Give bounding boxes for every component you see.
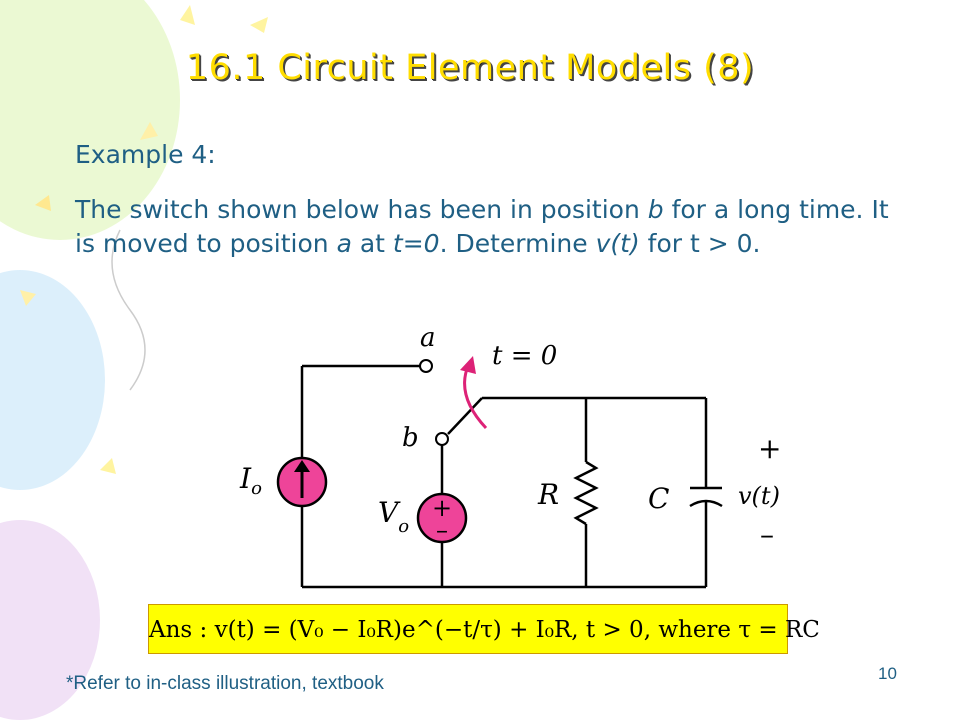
current-source-label: Io <box>239 462 262 499</box>
problem-statement: The switch shown below has been in posit… <box>75 193 895 261</box>
resistor-zigzag <box>573 460 599 526</box>
answer-box: Ans : v(t) = (V₀ − I₀R)e^(−t/τ) + I₀R, t… <box>148 604 820 654</box>
problem-text: for a long time. It is moved to position <box>75 195 889 258</box>
circuit-diagram: + – a b t = 0 Io Vo R C + v(t) – <box>239 323 781 589</box>
example-label: Example 4: <box>75 140 216 169</box>
balloon-purple-shape <box>0 520 100 720</box>
switch-arrowhead-icon <box>460 356 476 374</box>
terminal-a <box>419 359 433 373</box>
output-minus: – <box>760 518 774 551</box>
node-a-label: a <box>420 323 436 353</box>
footnote: *Refer to in-class illustration, textboo… <box>66 673 384 694</box>
current-source-subscript: o <box>251 478 262 499</box>
problem-vt: v(t) <box>595 229 640 258</box>
voltage-source-label: Vo <box>378 496 409 537</box>
slide-title: 16.1 Circuit Element Models (8) <box>185 48 755 88</box>
confetti-shape <box>180 5 195 25</box>
problem-text: The switch shown below has been in posit… <box>75 195 648 224</box>
problem-text: . Determine <box>439 229 596 258</box>
voltage-source-plus: + <box>432 494 452 522</box>
output-voltage-label: v(t) <box>738 482 780 510</box>
resistor-label: R <box>537 478 559 511</box>
current-source-arrowhead-icon <box>294 460 310 472</box>
confetti-shape <box>140 122 158 140</box>
voltage-source-symbol: V <box>378 496 401 529</box>
balloon-green-shape <box>0 0 180 240</box>
problem-time: t=0 <box>392 229 440 258</box>
switch-arrow-icon <box>463 365 488 430</box>
switch-blade <box>447 397 483 435</box>
confetti-shape <box>250 17 268 33</box>
problem-position-b: b <box>647 195 664 224</box>
confetti-shape <box>100 458 116 474</box>
current-source-symbol: I <box>239 462 252 495</box>
balloon-blue-shape <box>0 270 105 490</box>
output-plus: + <box>758 432 781 465</box>
node-b-label: b <box>402 423 419 453</box>
voltage-source-minus: – <box>436 516 448 544</box>
confetti-shape <box>35 195 51 211</box>
balloon-string-shape <box>111 229 146 391</box>
capacitor-label: C <box>648 482 669 515</box>
terminal-b <box>435 432 449 446</box>
voltage-source <box>416 492 468 544</box>
confetti-shape <box>20 290 36 306</box>
voltage-source-subscript: o <box>398 516 409 537</box>
problem-position-a: a <box>336 229 352 258</box>
problem-text: at <box>351 229 393 258</box>
problem-text: for t > 0. <box>639 229 761 258</box>
switch-time-label: t = 0 <box>492 341 557 371</box>
page-number: 10 <box>878 664 897 683</box>
